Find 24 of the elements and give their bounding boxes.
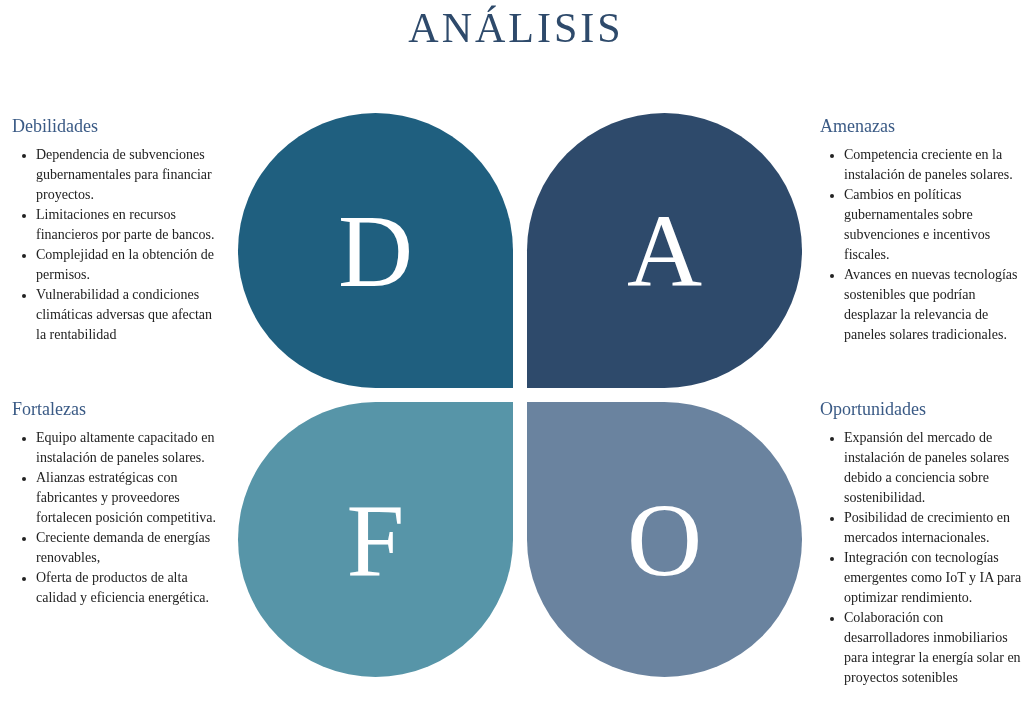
bullet-text: Limitaciones en recursos financieros por parte de bancos. bbox=[36, 207, 215, 242]
bullet-text: Colaboración con desarrolladores inmobiliarios para integrar la energía solar en proyectos sotenibles bbox=[844, 610, 1021, 685]
section-heading: Oportunidades bbox=[820, 399, 926, 420]
letter: O bbox=[626, 487, 703, 592]
bullet-text: Posibilidad de crecimiento en mercados internacionales. bbox=[844, 510, 1010, 545]
bullet-text: Expansión del mercado de instalación de paneles solares debido a conciencia sobre sostenibilidad. bbox=[844, 430, 1010, 505]
bullet-text: Equipo altamente capacitado en instalación de paneles solares. bbox=[36, 430, 215, 465]
bullet-text: Avances en nuevas tecnologías sostenibles que podrían desplazar la relevancia de paneles solares tradicionales. bbox=[844, 267, 1018, 342]
bullet-text: Dependencia de subvenciones gubernamentales para financiar proyectos. bbox=[36, 147, 212, 202]
title: ANÁLISIS bbox=[407, 4, 625, 52]
bullet-text: Oferta de productos de alta calidad y eficiencia energética. bbox=[36, 570, 210, 605]
bullet-text: Vulnerabilidad a condiciones climáticas adversas que afectan la rentabilidad bbox=[36, 287, 213, 342]
section-heading: Amenazas bbox=[820, 116, 895, 137]
bullet-text: Competencia creciente en la instalación de paneles solares. bbox=[844, 147, 1013, 182]
letter: A bbox=[626, 198, 703, 303]
section-heading: Fortalezas bbox=[12, 399, 86, 420]
bullet-text: Complejidad en la obtención de permisos. bbox=[36, 247, 215, 282]
bullet-text: Integración con tecnologías emergentes como IoT y IA para optimizar rendimiento. bbox=[844, 550, 1022, 605]
letter: F bbox=[346, 487, 405, 592]
bullet-text: Alianzas estratégicas con fabricantes y proveedores fortalecen posición competitiva. bbox=[36, 470, 216, 525]
section-heading: Debilidades bbox=[12, 116, 98, 137]
letter: D bbox=[337, 198, 414, 303]
bullet-text: Cambios en políticas gubernamentales sobre subvenciones e incentivos fiscales. bbox=[844, 187, 991, 262]
bullet-text: Creciente demanda de energías renovables, bbox=[36, 530, 211, 565]
